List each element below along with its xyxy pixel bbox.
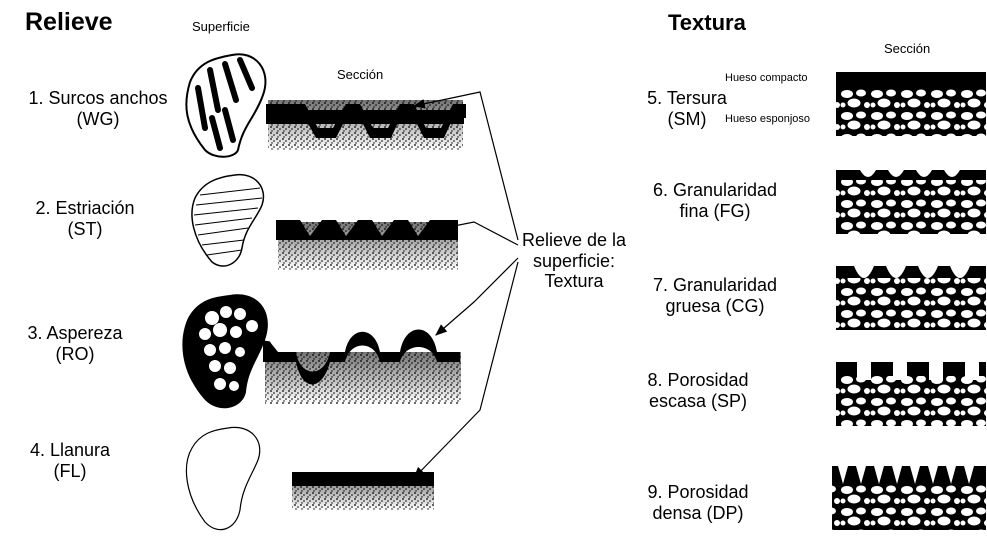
section-fg-icon [836,170,986,234]
surface-wg-icon [186,54,265,157]
surface-st-icon [192,175,263,266]
surface-fl-icon [186,427,259,529]
section-fl-icon [292,472,434,510]
section-wg-icon [266,100,466,150]
section-dp-icon [832,466,986,530]
section-sp-icon [836,362,986,426]
section-cg-icon [836,266,986,330]
section-sm-icon [836,72,986,136]
surface-ro-icon [182,294,268,408]
section-ro-icon [263,330,461,405]
section-st-icon [276,220,458,270]
